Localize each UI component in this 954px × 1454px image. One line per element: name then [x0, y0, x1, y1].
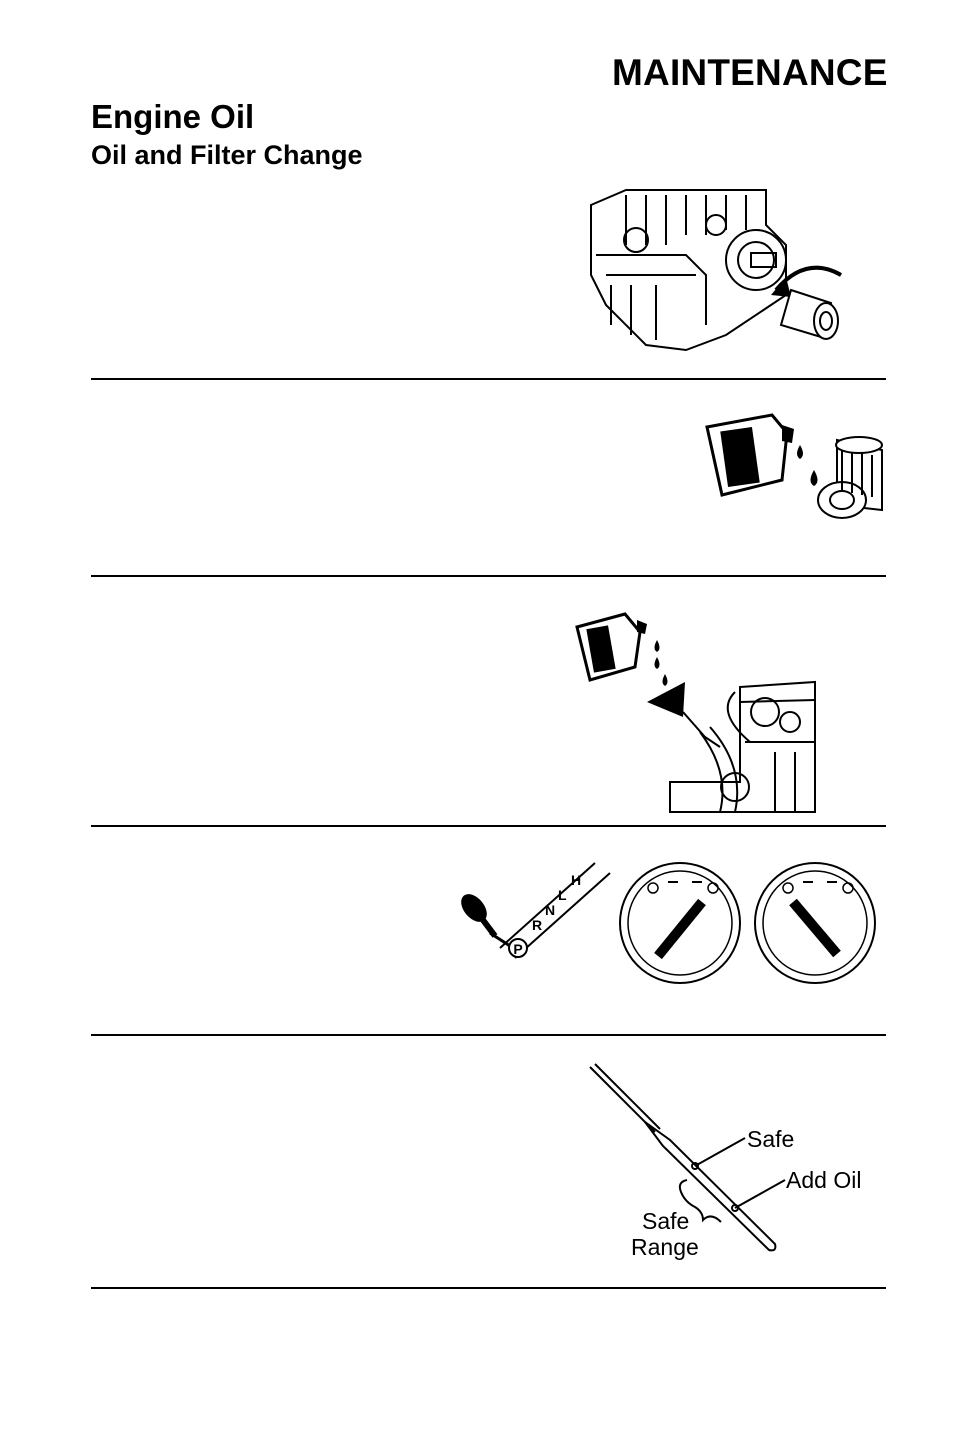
section-divider — [91, 1287, 886, 1289]
dipstick-label-safe: Safe — [747, 1126, 795, 1152]
section-divider — [91, 825, 886, 827]
section-divider — [91, 378, 886, 380]
oil-fill-funnel-icon — [575, 612, 816, 813]
section-divider — [91, 1034, 886, 1036]
gear-letter-n: N — [545, 902, 555, 918]
dipstick-label-add-oil: Add Oil — [786, 1167, 862, 1193]
gear-letter-p: P — [513, 941, 522, 957]
gear-letter-r: R — [532, 917, 542, 933]
ignition-switch-right — [754, 862, 876, 984]
gear-selector-ignition-icon: P R N L H — [461, 862, 876, 984]
page-title: Engine Oil — [91, 98, 255, 135]
section-divider — [91, 575, 886, 577]
oil-bottle-filter-icon — [705, 413, 883, 519]
dipstick-label-safe-range-2: Range — [631, 1234, 699, 1260]
gear-letter-l: L — [558, 887, 567, 903]
gear-letter-h: H — [571, 872, 581, 888]
page-subtitle: Oil and Filter Change — [91, 140, 363, 170]
dipstick-icon — [589, 1063, 786, 1252]
engine-filter-removal-icon — [590, 189, 842, 352]
ignition-switch-left — [619, 862, 741, 984]
dipstick-label-safe-range-1: Safe — [642, 1208, 690, 1234]
section-header: MAINTENANCE — [612, 52, 888, 93]
